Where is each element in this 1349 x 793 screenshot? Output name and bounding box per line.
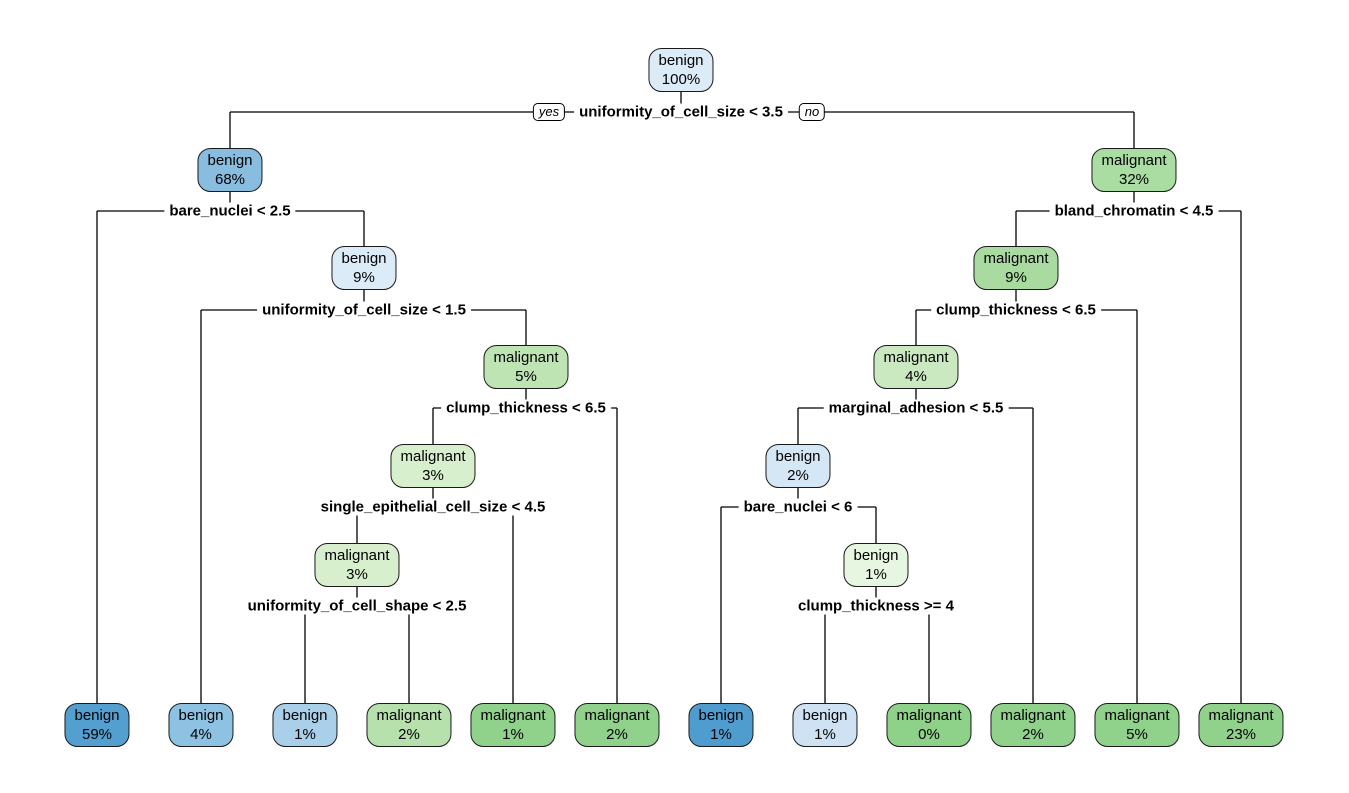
node-percentage: 32% (1118, 171, 1150, 188)
leaf-malignant-23: malignant 23% (1198, 703, 1284, 747)
node-percentage: 5% (515, 368, 537, 385)
tree-node-benign-2: benign 2% (765, 444, 831, 488)
node-percentage: 2% (787, 467, 809, 484)
node-class-label: malignant (376, 707, 442, 724)
split-label-marginal-adhesion: marginal_adhesion < 5.5 (823, 399, 1009, 417)
node-percentage: 4% (905, 368, 927, 385)
node-percentage: 68% (214, 171, 246, 188)
tree-node-malignant-4: malignant 4% (873, 345, 959, 389)
split-label-single-epithelial: single_epithelial_cell_size < 4.5 (315, 498, 551, 516)
leaf-malignant-2c: malignant 2% (990, 703, 1076, 747)
split-label-clump-thickness-left: clump_thickness < 6.5 (441, 399, 611, 417)
node-class-label: benign (802, 707, 848, 724)
split-label-clump-thickness-right: clump_thickness < 6.5 (931, 301, 1101, 319)
leaf-malignant-5: malignant 5% (1094, 703, 1180, 747)
node-class-label: benign (341, 250, 387, 267)
node-class-label: benign (207, 152, 253, 169)
leaf-benign-1b: benign 1% (688, 703, 754, 747)
node-percentage: 1% (294, 726, 316, 743)
node-percentage: 1% (814, 726, 836, 743)
node-class-label: malignant (983, 250, 1049, 267)
node-class-label: malignant (1000, 707, 1066, 724)
node-class-label: malignant (324, 547, 390, 564)
leaf-malignant-2b: malignant 2% (574, 703, 660, 747)
split-label-root: uniformity_of_cell_size < 3.5 (574, 103, 788, 121)
node-class-label: benign (74, 707, 120, 724)
tree-node-benign-68: benign 68% (197, 148, 263, 192)
leaf-malignant-0: malignant 0% (886, 703, 972, 747)
split-label-bare-nuclei-2-5: bare_nuclei < 2.5 (164, 202, 296, 220)
node-class-label: malignant (896, 707, 962, 724)
node-percentage: 5% (1126, 726, 1148, 743)
leaf-benign-59: benign 59% (64, 703, 130, 747)
tree-node-benign-1-internal: benign 1% (843, 543, 909, 587)
split-label-cell-shape: uniformity_of_cell_shape < 2.5 (242, 597, 472, 615)
node-percentage: 2% (1022, 726, 1044, 743)
leaf-malignant-1: malignant 1% (470, 703, 556, 747)
leaf-malignant-2a: malignant 2% (366, 703, 452, 747)
branch-no-tag: no (798, 103, 826, 121)
node-class-label: malignant (400, 448, 466, 465)
split-label-clump-thickness-ge4: clump_thickness >= 4 (793, 597, 959, 615)
split-label-bland-chromatin: bland_chromatin < 4.5 (1049, 202, 1219, 220)
split-label-cell-size-1-5: uniformity_of_cell_size < 1.5 (257, 301, 471, 319)
node-percentage: 4% (190, 726, 212, 743)
node-class-label: benign (698, 707, 744, 724)
node-percentage: 3% (422, 467, 444, 484)
leaf-benign-4: benign 4% (168, 703, 234, 747)
node-percentage: 2% (398, 726, 420, 743)
node-class-label: benign (853, 547, 899, 564)
node-class-label: benign (282, 707, 328, 724)
node-class-label: benign (775, 448, 821, 465)
node-percentage: 3% (346, 566, 368, 583)
tree-node-malignant-3b: malignant 3% (314, 543, 400, 587)
node-class-label: malignant (1208, 707, 1274, 724)
node-percentage: 9% (353, 269, 375, 286)
node-percentage: 9% (1005, 269, 1027, 286)
node-class-label: benign (658, 52, 704, 69)
node-percentage: 1% (710, 726, 732, 743)
node-percentage: 1% (865, 566, 887, 583)
node-class-label: malignant (1104, 707, 1170, 724)
node-class-label: malignant (493, 349, 559, 366)
node-class-label: benign (178, 707, 224, 724)
node-class-label: malignant (480, 707, 546, 724)
split-label-bare-nuclei-6: bare_nuclei < 6 (738, 498, 858, 516)
node-percentage: 59% (81, 726, 113, 743)
tree-node-benign-9: benign 9% (331, 246, 397, 290)
node-percentage: 100% (661, 71, 701, 88)
node-percentage: 0% (918, 726, 940, 743)
branch-yes-tag: yes (532, 103, 566, 121)
node-class-label: malignant (584, 707, 650, 724)
tree-node-malignant-5: malignant 5% (483, 345, 569, 389)
tree-node-malignant-9: malignant 9% (973, 246, 1059, 290)
node-class-label: malignant (1101, 152, 1167, 169)
tree-node-root-benign-100: benign 100% (648, 48, 714, 92)
leaf-benign-1c: benign 1% (792, 703, 858, 747)
tree-node-malignant-32: malignant 32% (1091, 148, 1177, 192)
tree-node-malignant-3a: malignant 3% (390, 444, 476, 488)
node-class-label: malignant (883, 349, 949, 366)
node-percentage: 1% (502, 726, 524, 743)
node-percentage: 23% (1225, 726, 1257, 743)
node-percentage: 2% (606, 726, 628, 743)
leaf-benign-1a: benign 1% (272, 703, 338, 747)
